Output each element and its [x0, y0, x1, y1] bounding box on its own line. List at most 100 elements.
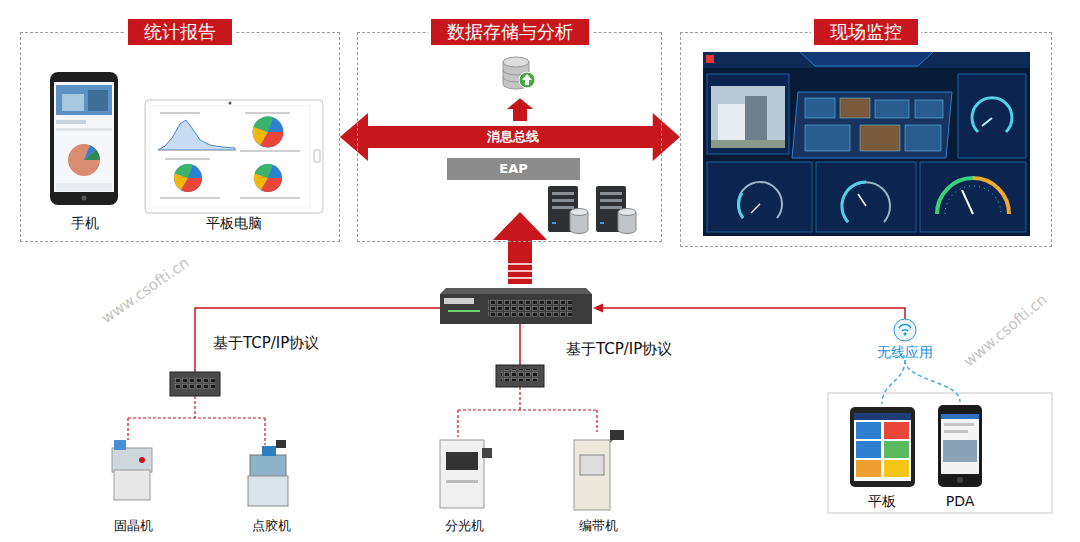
bus-label: 消息总线 [487, 129, 539, 145]
dashboard-screen [703, 52, 1030, 236]
wireless-link [905, 360, 960, 402]
server-led [600, 222, 604, 224]
service-label: EAP [499, 161, 527, 177]
site-ground [711, 140, 785, 148]
hub-ports [175, 377, 215, 389]
label-holder: 基于TCP/IP协议 [566, 339, 672, 358]
gauge-arc [739, 193, 743, 218]
gauge-arc [738, 182, 782, 218]
pda-form-line [944, 423, 974, 426]
server-strip [552, 199, 574, 202]
gauge-arc [842, 182, 890, 222]
factory-map [792, 92, 952, 158]
gauge-arc [972, 98, 1012, 132]
server-strip [600, 192, 622, 195]
server-strip [552, 192, 574, 195]
screen-line [56, 128, 112, 131]
pda-form-line [944, 430, 968, 433]
machine-body [250, 455, 286, 477]
tablet-button [314, 150, 320, 162]
machine-screen [276, 440, 286, 448]
machine-window [446, 452, 478, 470]
service-bar: EAP [447, 158, 580, 180]
tablet-camera [229, 102, 232, 105]
site-building [745, 96, 767, 144]
switch-plate [444, 298, 474, 304]
machine-caption: 点胶机 [252, 518, 291, 534]
machine-lamp [139, 457, 145, 463]
dashboard-panel [707, 74, 789, 154]
group-panel: 数据存储与分析消息总线EAP [357, 32, 662, 242]
map-block [840, 98, 870, 118]
protocol-label: 基于TCP/IP协议 [213, 334, 319, 352]
phone-pie-slice [84, 145, 96, 160]
tablet-screen [150, 106, 310, 208]
device-node: 平板电脑 [143, 97, 325, 232]
dashboard-title-plate [800, 52, 933, 66]
server-strip [600, 199, 622, 202]
machine-body [440, 440, 484, 508]
machine-screen [610, 430, 624, 440]
upload-red-arrow [504, 97, 536, 122]
wireless-icon [894, 319, 916, 341]
device-caption: 平板电脑 [206, 215, 262, 232]
wireless-waves [899, 325, 911, 331]
dashboard-panel [958, 74, 1026, 158]
label-holder: www.csofti.cn [959, 290, 1050, 371]
uplink-arrow [493, 212, 547, 284]
gauge-ticks [945, 186, 1001, 214]
machine-node: 分光机 [434, 434, 494, 534]
machine-head [262, 446, 276, 456]
watermark: www.csofti.cn [98, 253, 193, 327]
map-block [915, 100, 943, 118]
machine-node: 编带机 [568, 428, 628, 534]
flow-arrow [620, 113, 680, 161]
app-tile [856, 441, 881, 458]
arrow-stripes [508, 264, 532, 278]
wire-arrowhead [593, 304, 603, 313]
server-strip [552, 206, 574, 209]
device-caption: 平板 [868, 493, 896, 510]
pie-chart [253, 117, 284, 148]
machine-node: 固晶机 [104, 436, 162, 534]
chart-title-line [160, 112, 200, 114]
watermark: www.csofti.cn [960, 290, 1050, 370]
database-icon [503, 57, 529, 67]
machine-body [248, 476, 288, 506]
label-holder: www.csofti.cn [97, 253, 192, 328]
gauge-needle [858, 194, 866, 206]
upload-badge [519, 72, 535, 88]
hub-ports [501, 369, 539, 381]
pda-photo [943, 440, 977, 462]
pda-body [938, 405, 982, 487]
network-wire [519, 324, 521, 365]
network-wire [195, 308, 440, 372]
tablet-screen [854, 413, 911, 481]
chart-title-line [165, 158, 210, 160]
device-caption: PDA [946, 493, 975, 510]
switch-top [440, 288, 592, 294]
app-tile [884, 441, 909, 458]
dashboard-panel [920, 162, 1026, 232]
upload-arrow [522, 74, 532, 85]
machine-caption: 分光机 [445, 518, 484, 534]
dashboard-panel [816, 162, 916, 232]
mobile-frame [828, 393, 1052, 513]
storage-drum [570, 209, 588, 216]
dashed-wire [458, 387, 597, 437]
flow-arrow [340, 113, 406, 161]
hub-device [170, 372, 220, 396]
gauge-needle [962, 190, 973, 214]
wireless-label: 无线应用 [875, 344, 935, 360]
app-tile [856, 460, 881, 477]
switch-led [448, 310, 480, 312]
chart-axis [158, 150, 236, 151]
pda-screen [941, 414, 979, 474]
wireless-node: 无线应用 [865, 316, 945, 360]
device-node: 手机 [40, 70, 130, 232]
chart-legend-line [240, 197, 300, 199]
switch-ports [488, 299, 572, 317]
dashboard-logo [706, 55, 714, 63]
gauge-needle [751, 204, 760, 213]
screen-nav [56, 183, 112, 191]
